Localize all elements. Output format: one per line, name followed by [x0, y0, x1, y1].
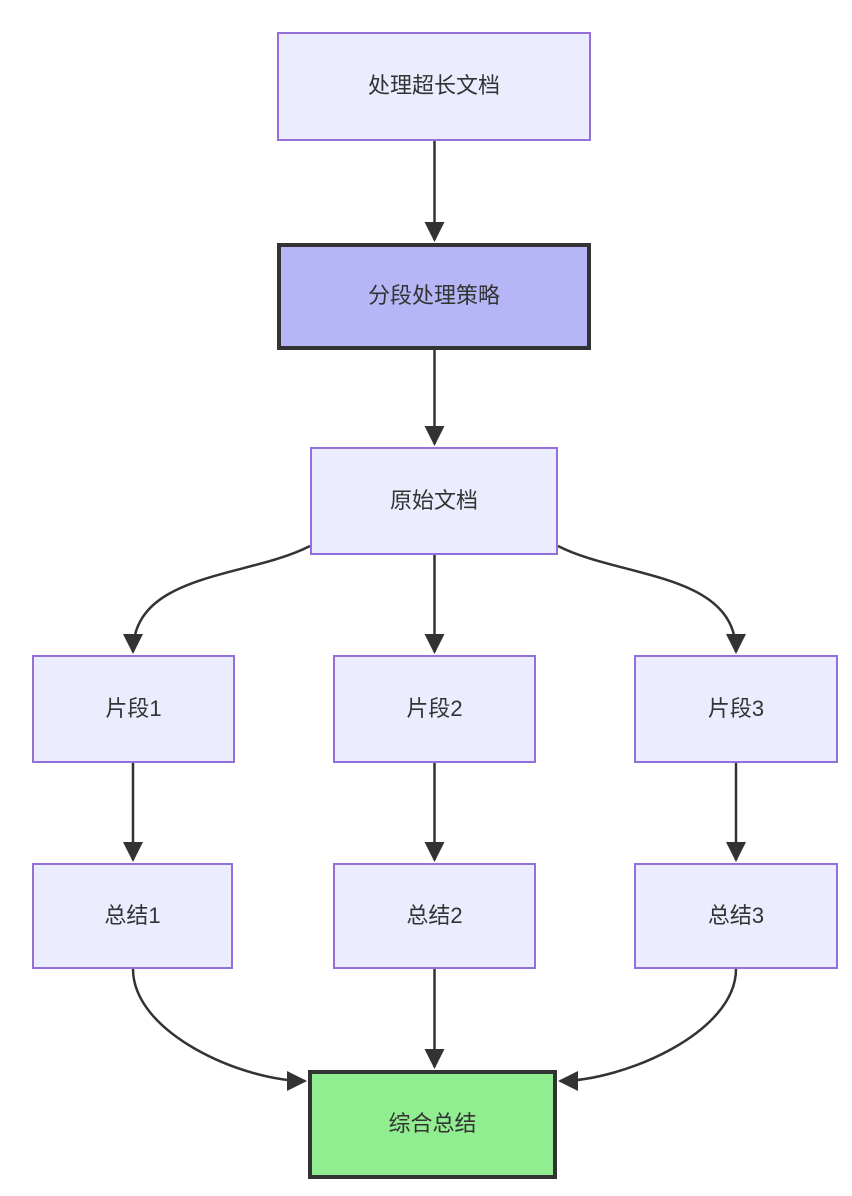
node-label: 片段3 — [707, 695, 765, 721]
node-fragment-1: 片段1 — [32, 655, 235, 763]
edge-C-D3 — [557, 544, 746, 654]
node-summary-2: 总结2 — [333, 863, 536, 969]
node-fragment-3: 片段3 — [634, 655, 838, 763]
node-label: 综合总结 — [388, 1111, 477, 1137]
node-fragment-2: 片段2 — [333, 655, 536, 763]
node-original-document: 原始文档 — [310, 447, 558, 555]
node-label: 片段1 — [105, 695, 162, 721]
edge-E1-F — [131, 968, 307, 1091]
node-label: 原始文档 — [389, 487, 478, 513]
edge-E3-F — [558, 968, 738, 1091]
node-label: 总结1 — [104, 902, 161, 928]
edge-C-D1 — [123, 544, 311, 654]
node-summary-3: 总结3 — [634, 863, 838, 969]
node-segmentation-strategy: 分段处理策略 — [277, 243, 591, 350]
node-summary-1: 总结1 — [32, 863, 233, 969]
node-label: 总结3 — [707, 902, 765, 928]
node-label: 分段处理策略 — [367, 283, 500, 309]
node-label: 片段2 — [406, 695, 463, 721]
node-process-long-document: 处理超长文档 — [277, 32, 591, 141]
node-label: 总结2 — [406, 902, 463, 928]
node-combined-summary: 综合总结 — [308, 1070, 557, 1179]
node-label: 处理超长文档 — [367, 73, 500, 99]
